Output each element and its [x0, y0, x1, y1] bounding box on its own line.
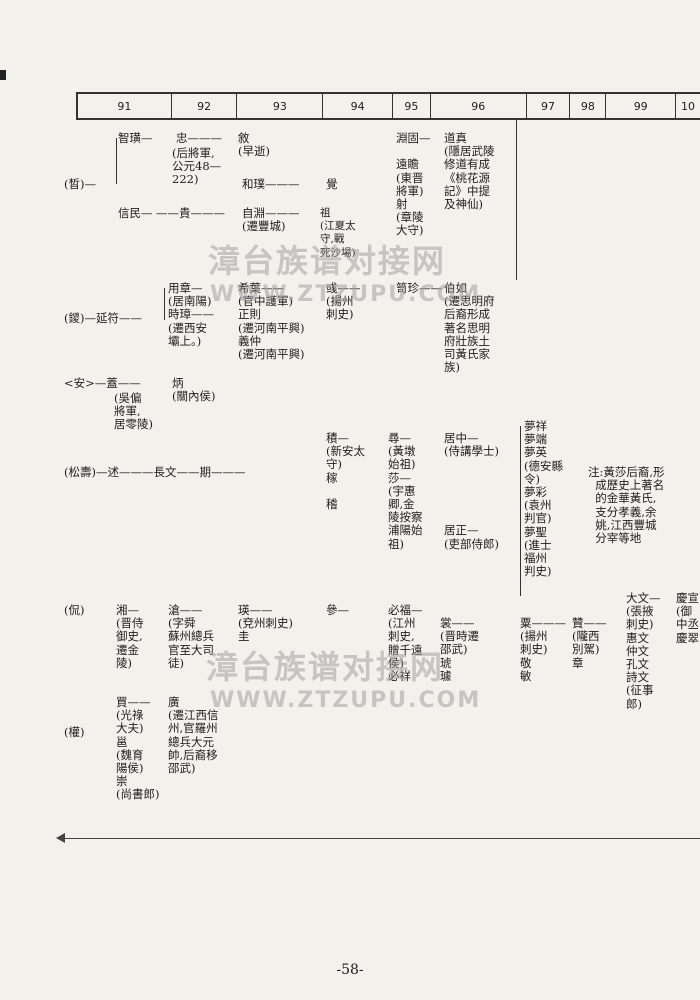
person-zhihuang: 智璜—	[118, 131, 153, 145]
gen-cell: 97	[527, 94, 571, 118]
person-yuangu: 淵固— 遠瞻 (東晋 將軍) 射 (章陵 大守)	[396, 131, 431, 238]
branch-an: <安>—蓋——	[64, 376, 141, 390]
divider	[62, 838, 700, 839]
gen-cell: 92	[172, 94, 238, 118]
person-boru: 伯如 (遷思明府 后裔形成 著名思明 府壯族土 司黃氏家 族)	[444, 281, 495, 375]
person-guang: 廣 (遷江西信 州,官羅州 總兵大元 帥,后裔移 邵武)	[168, 695, 219, 776]
person-xun: 尋— (黃墩 始祖) 莎— (宇惠 卿,金 陵按察 浦陽始 祖)	[388, 431, 423, 551]
gen-cell: 91	[78, 94, 172, 118]
person-xiye: 希葉—— (官中護軍) 正則 (遷河南平興) 義仲 (遷河南平興)	[238, 281, 305, 362]
gen-cell: 98	[570, 94, 607, 118]
gen-cell: 96	[431, 94, 527, 118]
person-can: 參—	[326, 603, 349, 617]
person-dawen: 大文— (張掖 刺史) 惠文 仲文 孔文 詩文 (征事 郎)	[626, 591, 661, 711]
person-gai-note: (吳偏 將軍, 居零陵)	[114, 391, 153, 432]
person-shang: 裳—— (晋時遷 邵武) 琥 璩	[440, 616, 479, 683]
person-zu: 祖 (江夏太 守,戰 死沙場)	[320, 207, 356, 259]
note-huangsha: 注:黃莎后裔,形 成歷史上著名 的金華黃氏, 支分孝義,余 姚,江西豐城 分宰等…	[588, 465, 665, 546]
person-bifu: 必福— (江州 刺史, 贈千遠 侯) 必祥	[388, 603, 423, 684]
person-bing: 炳 (關內侯)	[172, 376, 216, 404]
branch-songshou: (松壽)—述———長文——期———	[64, 465, 246, 479]
person-su: 粟——— (揚州 刺史) 敬 敏	[520, 616, 566, 683]
person-sizhen: 笥珍——	[396, 281, 442, 295]
branch-xuan: (鑁)—延符——	[64, 311, 142, 325]
person-yu: 彧—— (揚州 刺史)	[326, 281, 361, 322]
person-qingxuan: 慶宣 (御 中丞 慶翠	[676, 591, 699, 645]
arrow-left-icon	[56, 833, 65, 843]
person-jue: 覺	[326, 177, 338, 191]
scan-mark	[0, 70, 6, 80]
person-daozhen: 道真 (隱居武陵 修道有成 《桃花源 記》中提 及神仙)	[444, 131, 495, 212]
person-ziyuan: 自淵——— (遷豐城)	[242, 206, 300, 234]
gen-cell: 94	[323, 94, 393, 118]
person-zhong: 忠———	[176, 131, 222, 145]
person-mai: 買—— (光祿 大夫) 邕 (魏育 陽侯) 崇 (尚書郎)	[116, 695, 160, 802]
branch-quan: (權)	[64, 725, 85, 739]
person-hepu: 和璞———	[242, 177, 300, 191]
gen-cell: 93	[237, 94, 324, 118]
gen-cell: 10	[681, 99, 696, 113]
person-xiang: 湘— (晋侍 御史, 遷金 陵)	[116, 603, 144, 670]
person-juzhong: 居中— (侍講學士) 居正— (吏部侍郎)	[444, 431, 499, 551]
person-xinmin: 信民—	[118, 206, 153, 220]
person-zhong-note: (后將軍, 公元48— 222)	[172, 146, 222, 187]
watermark-en: WWW.ZTZUPU.COM	[210, 688, 482, 713]
person-yongzhang: 用章— (居南陽) 時璋—— (遷西安 壩上。)	[168, 281, 214, 348]
person-xu: 敘 (早逝)	[238, 131, 270, 159]
generation-header-row: 91 92 93 94 95 96 97 98 99 10	[76, 92, 700, 120]
gen-cell: 99	[606, 94, 677, 118]
person-zan: 贊—— (隴西 別駕) 章	[572, 616, 607, 670]
branch-xi: (晳)—	[64, 177, 96, 191]
person-ying: 瑛—— (兗州刺史) 圭	[238, 603, 293, 644]
page-number: -58-	[336, 962, 364, 978]
person-gui: ——貴———	[156, 206, 225, 220]
person-cang: 滄—— (字舜 蘇州總兵 官至大司 徒)	[168, 603, 214, 670]
watermark-cn: 漳台族谱对接网	[208, 242, 447, 280]
branch-kan: (侃)	[64, 603, 85, 617]
gen-cell: 95	[393, 94, 431, 118]
person-ji: 積— (新安太 守) 稼 稽	[326, 431, 365, 512]
person-mengxiang: 夢祥 夢端 夢英 (德安縣 令) 夢彩 (袁州 判官) 夢聖 (進士 福州 判史…	[524, 419, 563, 579]
watermark-cn: 漳台族谱对接网	[206, 648, 445, 686]
watermark-en: WWW.ZTZUPU.COM	[210, 282, 482, 307]
